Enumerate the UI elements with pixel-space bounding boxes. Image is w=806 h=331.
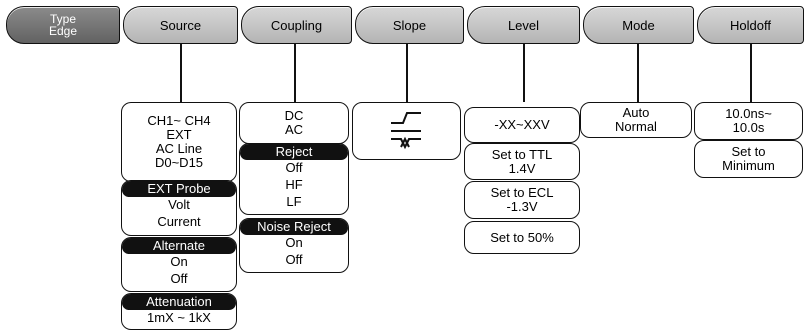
- source-option-ext[interactable]: EXT: [166, 127, 192, 142]
- level-range: -XX~XXV: [494, 117, 550, 132]
- alternate-on[interactable]: On: [170, 254, 188, 269]
- ext-probe-header: EXT Probe: [122, 181, 236, 197]
- either-edge-icon[interactable]: [390, 136, 421, 150]
- mode-auto[interactable]: Auto: [622, 105, 650, 120]
- reject-group: Reject Off HF LF: [239, 143, 349, 215]
- tab-type[interactable]: Type Edge: [6, 6, 120, 44]
- level-connector: [523, 44, 525, 102]
- slope-options-box: [352, 102, 461, 160]
- mode-normal[interactable]: Normal: [615, 119, 657, 134]
- slope-icons: [390, 112, 421, 150]
- tab-source[interactable]: Source: [123, 6, 238, 44]
- noise-reject-group: Noise Reject On Off: [239, 218, 349, 273]
- reject-hf[interactable]: HF: [285, 177, 303, 192]
- source-option-ac-line[interactable]: AC Line: [155, 141, 203, 156]
- noise-reject-on[interactable]: On: [285, 235, 303, 250]
- alternate-group: Alternate On Off: [121, 237, 237, 292]
- coupling-options-box: DC AC: [239, 102, 349, 144]
- set-to-ttl-button[interactable]: Set to TTL 1.4V: [464, 143, 580, 180]
- holdoff-connector: [750, 44, 752, 102]
- set-to-50-button[interactable]: Set to 50%: [464, 221, 580, 254]
- coupling-connector: [294, 44, 296, 102]
- slope-connector: [406, 44, 408, 102]
- source-options-box: CH1~ CH4 EXT AC Line D0~D15: [121, 102, 237, 182]
- attenuation-group: Attenuation 1mX ~ 1kX: [121, 293, 237, 330]
- source-connector: [180, 44, 182, 102]
- tab-coupling[interactable]: Coupling: [241, 6, 352, 44]
- attenuation-header: Attenuation: [122, 294, 236, 310]
- tab-mode[interactable]: Mode: [583, 6, 694, 44]
- tab-level[interactable]: Level: [467, 6, 580, 44]
- ext-probe-volt[interactable]: Volt: [168, 197, 190, 212]
- tab-slope[interactable]: Slope: [355, 6, 464, 44]
- set-to-50-label: Set to 50%: [490, 229, 554, 245]
- noise-reject-off[interactable]: Off: [285, 252, 303, 267]
- holdoff-range-box[interactable]: 10.0ns~ 10.0s: [694, 102, 803, 140]
- source-option-ch1-ch4[interactable]: CH1~ CH4: [147, 113, 211, 128]
- holdoff-set-minimum-button[interactable]: Set to Minimum: [694, 140, 803, 178]
- coupling-ac[interactable]: AC: [284, 122, 304, 137]
- reject-lf[interactable]: LF: [286, 194, 302, 209]
- source-option-d0-d15[interactable]: D0~D15: [154, 155, 204, 170]
- ext-probe-group: EXT Probe Volt Current: [121, 180, 237, 236]
- level-range-box[interactable]: -XX~XXV: [464, 107, 580, 143]
- tab-holdoff[interactable]: Holdoff: [697, 6, 804, 44]
- alternate-header: Alternate: [122, 238, 236, 254]
- mode-connector: [637, 44, 639, 102]
- mode-options-box: Auto Normal: [580, 102, 692, 138]
- reject-header: Reject: [240, 144, 348, 160]
- attenuation-range[interactable]: 1mX ~ 1kX: [147, 310, 211, 325]
- noise-reject-header: Noise Reject: [240, 219, 348, 235]
- ext-probe-current[interactable]: Current: [157, 214, 201, 229]
- alternate-off[interactable]: Off: [170, 271, 188, 286]
- set-to-ecl-button[interactable]: Set to ECL -1.3V: [464, 181, 580, 219]
- coupling-dc[interactable]: DC: [284, 108, 304, 123]
- rising-edge-icon[interactable]: [390, 112, 421, 124]
- reject-off[interactable]: Off: [285, 160, 303, 175]
